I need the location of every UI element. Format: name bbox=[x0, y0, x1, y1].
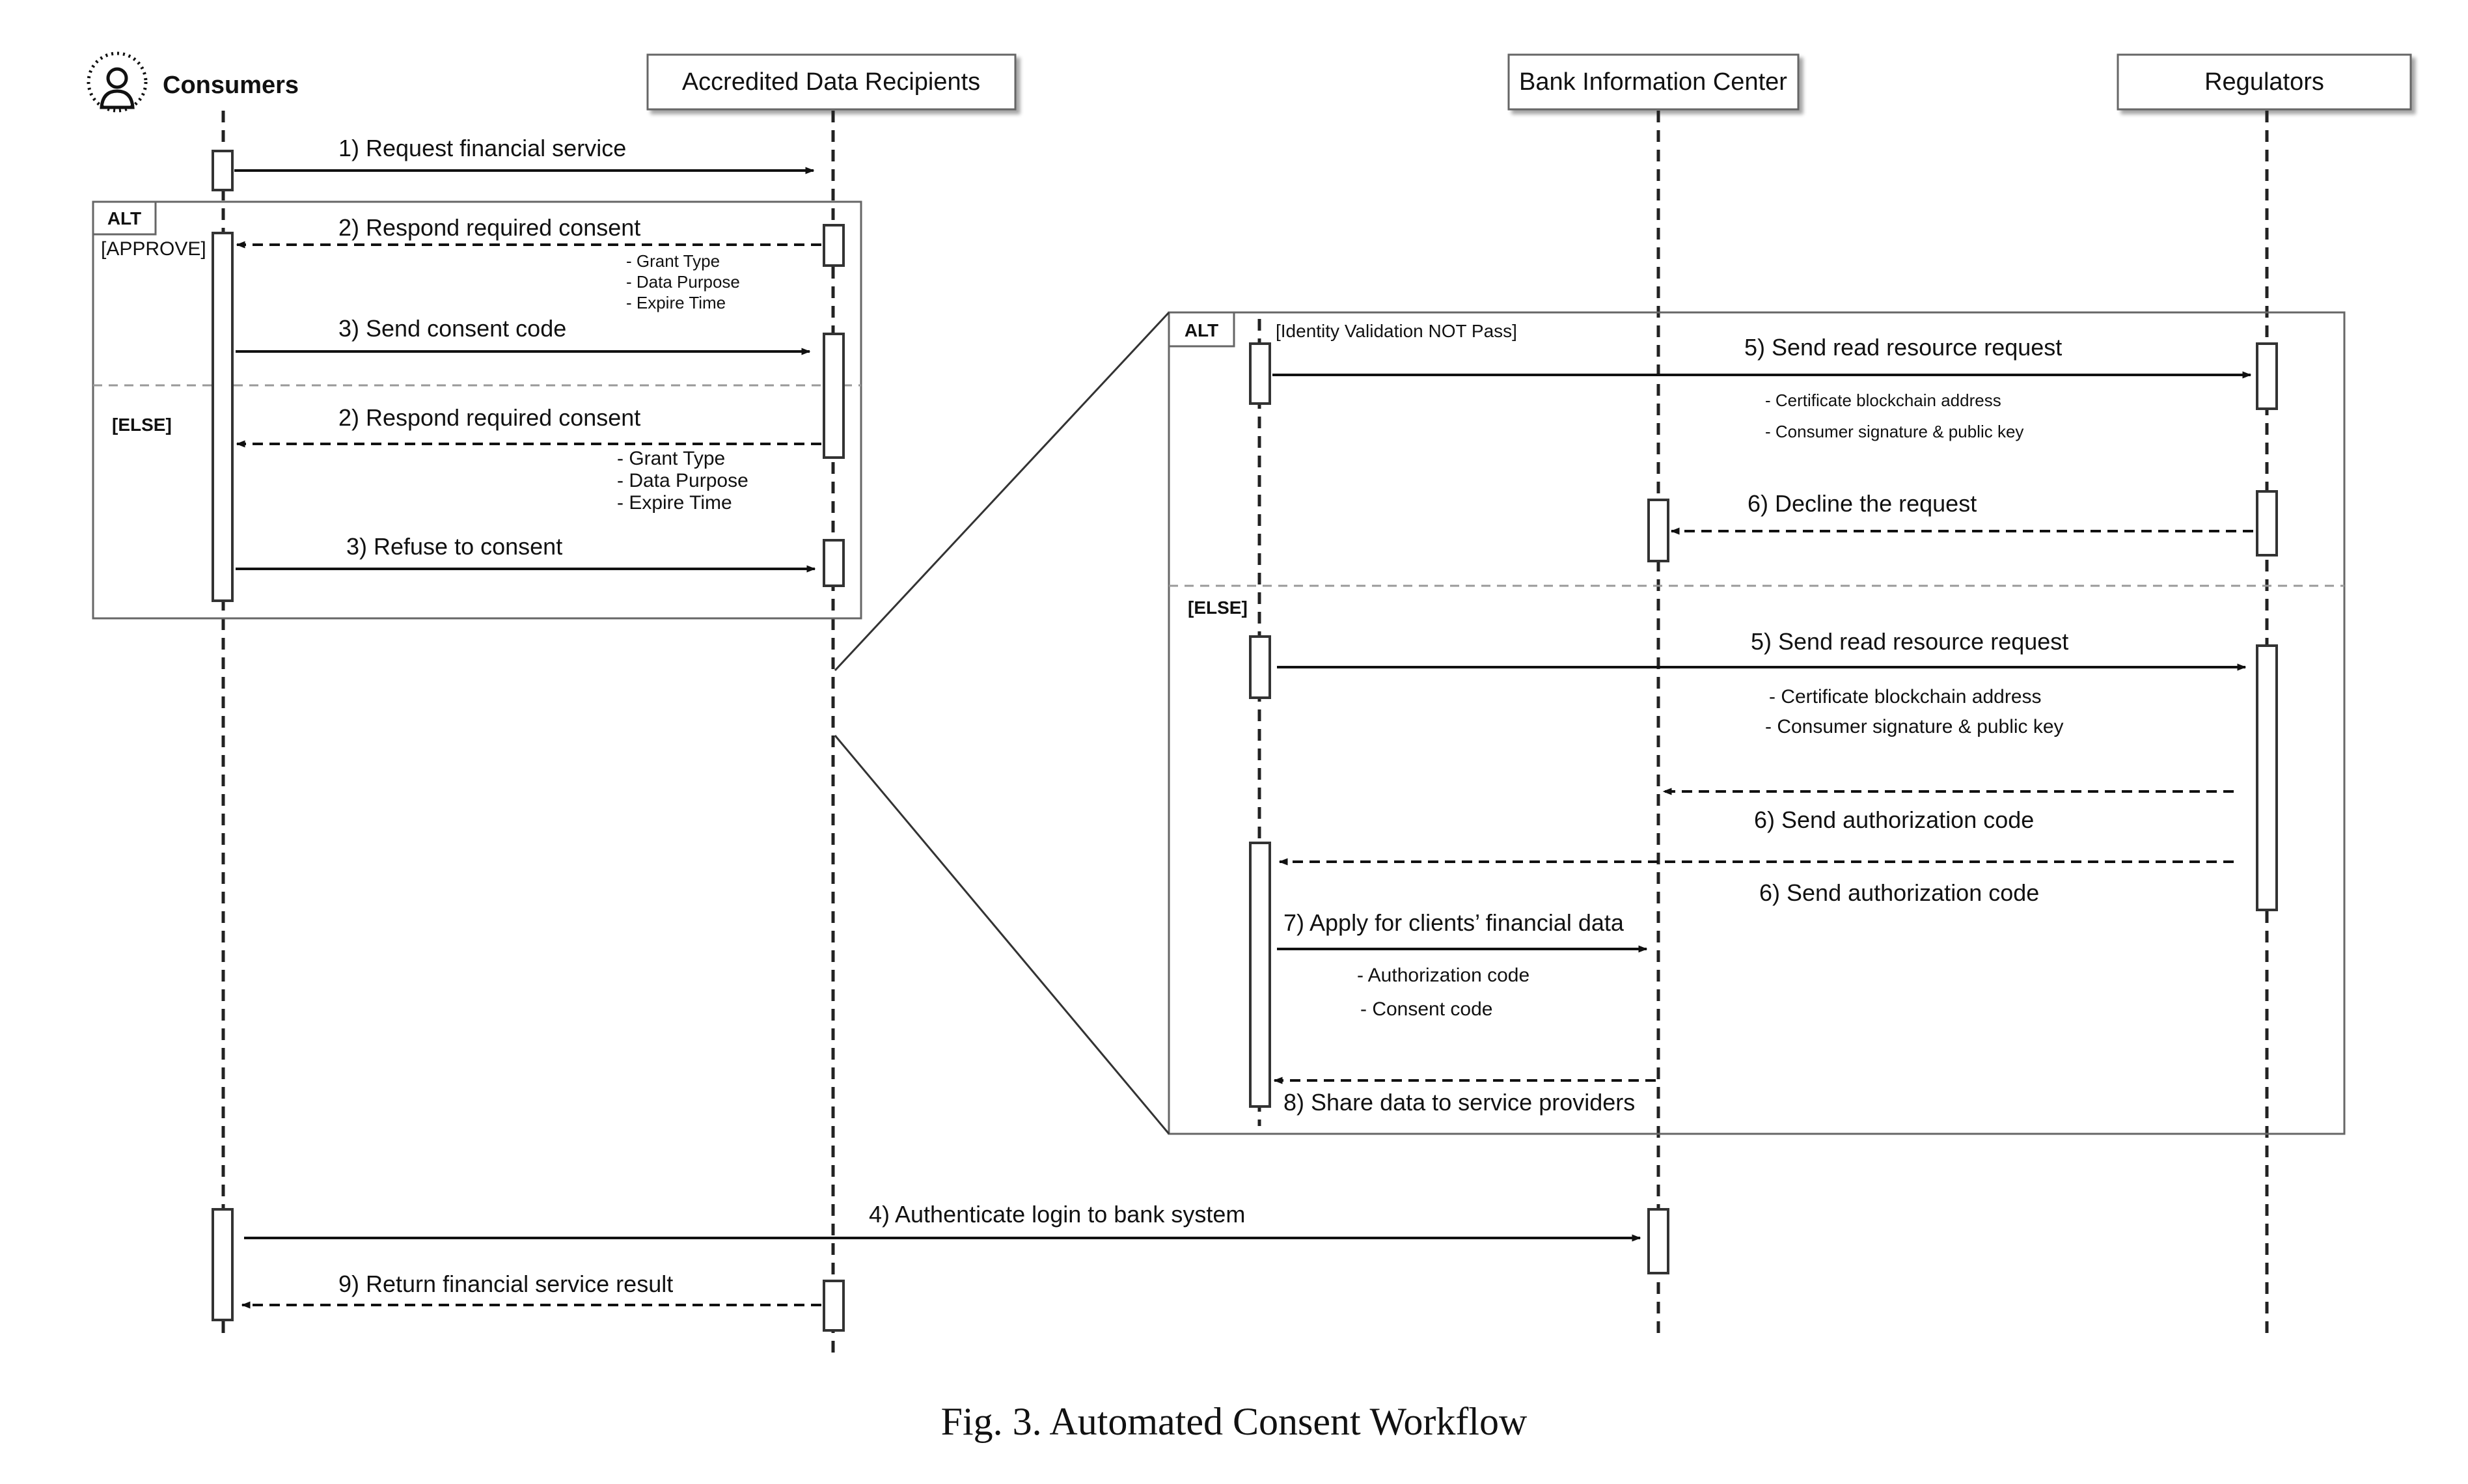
right-guard-else: [ELSE] bbox=[1188, 598, 1248, 618]
activation-bic-1 bbox=[1647, 1208, 1669, 1274]
consumers-label: Consumers bbox=[163, 72, 299, 99]
right-alt-label: ALT bbox=[1185, 320, 1218, 340]
activation-zoom-2 bbox=[1249, 635, 1271, 699]
activation-bic-2 bbox=[1647, 499, 1669, 562]
regulators-label: Regulators bbox=[2204, 68, 2324, 96]
adr-label: Accredited Data Recipients bbox=[682, 68, 980, 96]
msg3a-label: 3) Send consent code bbox=[338, 315, 566, 342]
zoom-connector-bottom bbox=[834, 735, 1170, 1134]
sequence-diagram: Consumers Accredited Data Recipients Ban… bbox=[87, 51, 2412, 1360]
consent-note-b-2: - Data Purpose bbox=[617, 470, 748, 491]
right-guard-identity: [Identity Validation NOT Pass] bbox=[1276, 321, 1517, 341]
cert-note-b-2: - Consumer signature & public key bbox=[1765, 716, 2064, 737]
person-icon bbox=[87, 51, 148, 113]
zoom-msg6b-label: 6) Send authorization code bbox=[1754, 806, 2034, 833]
activation-zoom-3 bbox=[1249, 842, 1271, 1108]
regulators-header: Regulators bbox=[2117, 53, 2412, 111]
zoom-msg7-label: 7) Apply for clients’ financial data bbox=[1283, 909, 1625, 936]
consent-note-a-2: - Data Purpose bbox=[626, 272, 740, 292]
activation-consumers-3 bbox=[212, 1208, 234, 1321]
zoom-msg6a-label: 6) Decline the request bbox=[1748, 490, 1977, 517]
msg1-label: 1) Request financial service bbox=[338, 135, 626, 161]
zoom-msg5b-label: 5) Send read resource request bbox=[1751, 628, 2068, 655]
activation-adr-2 bbox=[823, 333, 845, 459]
zoom-msg8-label: 8) Share data to service providers bbox=[1283, 1089, 1635, 1116]
activation-adr-4 bbox=[823, 1280, 845, 1332]
cert-note-a-2: - Consumer signature & public key bbox=[1765, 422, 2023, 441]
consent-note-b-1: - Grant Type bbox=[617, 448, 725, 469]
left-guard-else: [ELSE] bbox=[112, 415, 172, 435]
adr-header: Accredited Data Recipients bbox=[646, 53, 1017, 111]
right-alt-fragment: ALT [Identity Validation NOT Pass] [ELSE… bbox=[1168, 311, 2346, 1135]
bic-label: Bank Information Center bbox=[1519, 68, 1787, 96]
msg2b-label: 2) Respond required consent bbox=[338, 404, 640, 431]
activation-adr-1 bbox=[823, 224, 845, 267]
activation-reg-3 bbox=[2256, 644, 2278, 911]
consumers-header: Consumers bbox=[87, 51, 299, 113]
msg4-label: 4) Authenticate login to bank system bbox=[869, 1201, 1245, 1228]
activation-consumers-2 bbox=[212, 232, 234, 602]
apply-note-2: - Consent code bbox=[1360, 998, 1492, 1020]
apply-note-1: - Authorization code bbox=[1357, 965, 1529, 986]
cert-note-a-1: - Certificate blockchain address bbox=[1765, 391, 2001, 410]
bic-header: Bank Information Center bbox=[1507, 53, 1800, 111]
zoom-msg6c-label: 6) Send authorization code bbox=[1759, 879, 2039, 906]
msg3b-label: 3) Refuse to consent bbox=[346, 533, 562, 560]
figure-caption: Fig. 3. Automated Consent Workflow bbox=[940, 1400, 1528, 1443]
activation-consumers-1 bbox=[212, 150, 234, 191]
activation-reg-2 bbox=[2256, 490, 2278, 556]
activation-adr-3 bbox=[823, 539, 845, 587]
msg2a-label: 2) Respond required consent bbox=[338, 214, 640, 241]
zoom-connector-top bbox=[834, 311, 1170, 672]
left-alt-label: ALT bbox=[107, 208, 141, 228]
zoom-msg5a-label: 5) Send read resource request bbox=[1744, 334, 2062, 361]
msg9-label: 9) Return financial service result bbox=[338, 1271, 673, 1297]
activation-zoom-1 bbox=[1249, 342, 1271, 405]
left-guard-approve: [APPROVE] bbox=[101, 238, 206, 260]
consent-note-a-1: - Grant Type bbox=[626, 251, 720, 271]
cert-note-b-1: - Certificate blockchain address bbox=[1769, 686, 2042, 708]
activation-reg-1 bbox=[2256, 342, 2278, 410]
consent-note-b-3: - Expire Time bbox=[617, 492, 732, 514]
consent-note-a-3: - Expire Time bbox=[626, 293, 726, 312]
